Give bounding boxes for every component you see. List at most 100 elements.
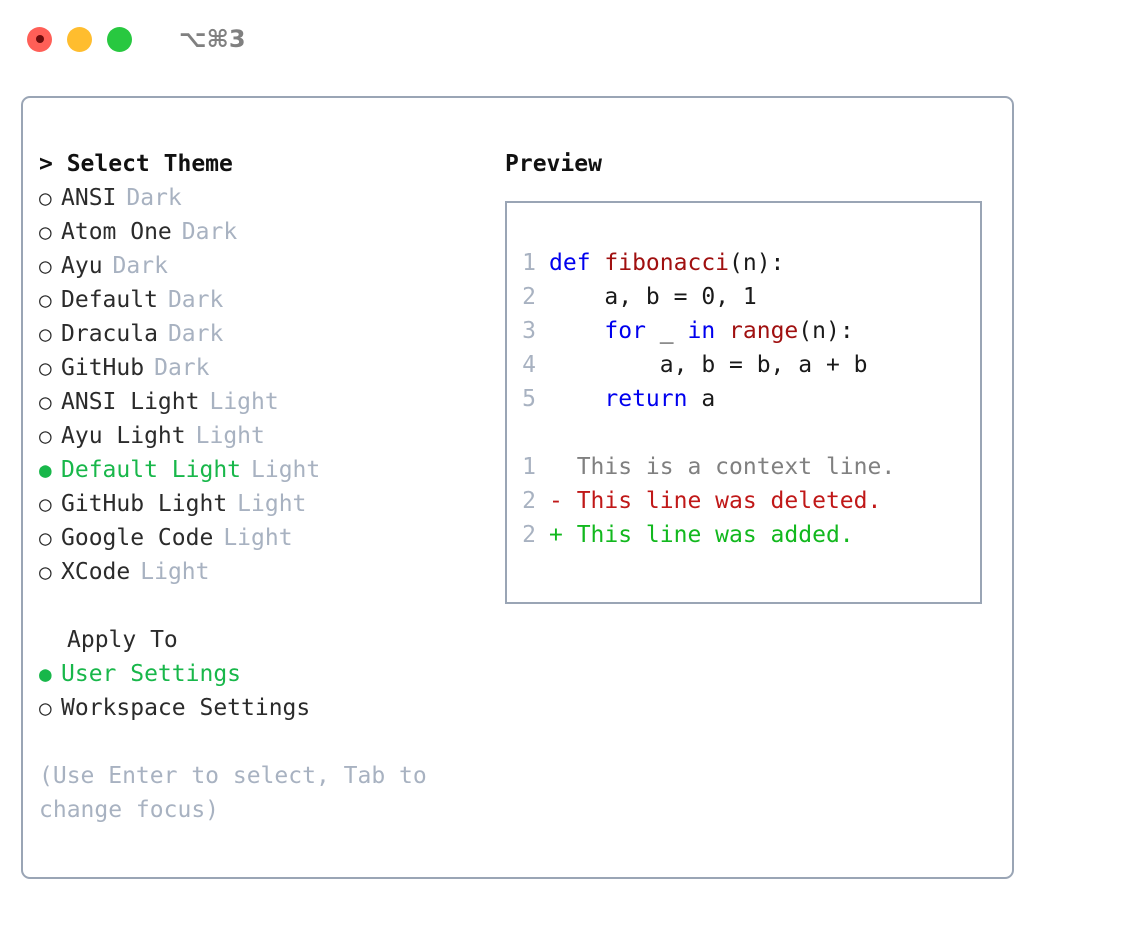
theme-option-label: Default Light (61, 457, 242, 483)
theme-option-badge: Light (195, 423, 265, 449)
line-number: 3 (522, 318, 536, 344)
theme-option[interactable]: ○ Dracula Dark (39, 317, 505, 351)
radio-selected-icon: ● (39, 458, 52, 482)
theme-option-label: XCode (61, 559, 131, 585)
apply-to-option-label: Workspace Settings (61, 695, 311, 721)
theme-option-label: Dracula (61, 321, 158, 347)
theme-option-label: GitHub (61, 355, 145, 381)
code-token (549, 318, 604, 344)
theme-option[interactable]: ○ XCode Light (39, 555, 505, 589)
diff-line: 2 + This line was added. (521, 518, 980, 552)
line-number: 2 (522, 522, 536, 548)
theme-option-badge: Light (223, 525, 293, 551)
code-token: for (604, 318, 646, 344)
code-line: 2 a, b = 0, 1 (521, 280, 980, 314)
diff-line: 2 - This line was deleted. (521, 484, 980, 518)
theme-option-label: Atom One (61, 219, 172, 245)
code-line-text: a, b = 0, 1 (549, 280, 756, 314)
diff-sample: 1 This is a context line. 2 - This line wa… (521, 450, 980, 552)
radio-selected-icon: ● (39, 662, 52, 686)
code-line: 4 a, b = b, a + b (521, 348, 980, 382)
code-token (549, 386, 604, 412)
code-line-text: a, b = b, a + b (549, 348, 868, 382)
window-title-shortcut: ⌥⌘3 (179, 25, 246, 53)
diff-line: 1 This is a context line. (521, 450, 980, 484)
keyboard-hint: (Use Enter to select, Tab to change focu… (39, 763, 427, 823)
code-token: (n): (729, 250, 785, 276)
code-token: (n): (798, 318, 854, 344)
theme-option-label: Default (61, 287, 158, 313)
theme-option[interactable]: ○ Ayu Dark (39, 249, 505, 283)
diff-line-text: + This line was added. (549, 522, 854, 548)
theme-option-label: ANSI (61, 185, 117, 211)
apply-to-option[interactable]: ● User Settings (39, 657, 505, 691)
code-token: _ (645, 318, 688, 344)
theme-option-label: Ayu Light (61, 423, 186, 449)
code-line: 3 for _ in range(n): (521, 314, 980, 348)
window-controls (27, 26, 132, 52)
radio-unselected-icon: ○ (39, 696, 52, 720)
theme-option-badge: Light (237, 491, 307, 517)
radio-unselected-icon: ○ (39, 288, 52, 312)
spacer (39, 589, 505, 623)
code-token (715, 318, 729, 344)
line-number: 2 (522, 284, 536, 310)
code-token: return (604, 386, 688, 412)
theme-option-label: GitHub Light (61, 491, 228, 517)
theme-option-label: Google Code (61, 525, 214, 551)
code-line: 5 return a (521, 382, 980, 416)
code-line-text: def fibonacci(n): (549, 246, 784, 280)
theme-option[interactable]: ○ GitHub Dark (39, 351, 505, 385)
theme-option-badge: Dark (154, 355, 210, 381)
radio-unselected-icon: ○ (39, 322, 52, 346)
radio-unselected-icon: ○ (39, 186, 52, 210)
theme-option-badge: Light (140, 559, 210, 585)
line-number: 5 (522, 386, 536, 412)
radio-unselected-icon: ○ (39, 526, 52, 550)
theme-option[interactable]: ○ ANSI Dark (39, 181, 505, 215)
theme-option-badge: Dark (126, 185, 182, 211)
recording-dot-icon (35, 35, 44, 43)
code-line-text: for _ in range(n): (549, 314, 854, 348)
theme-option-badge: Dark (167, 321, 224, 347)
maximize-button[interactable] (107, 26, 132, 52)
line-number: 2 (522, 488, 536, 514)
theme-option-label: Ayu (61, 253, 103, 279)
radio-unselected-icon: ○ (39, 220, 52, 244)
theme-option-badge: Dark (112, 253, 168, 279)
line-number: 4 (522, 352, 536, 378)
code-line-text: return a (549, 382, 715, 416)
code-token: a, b = b, a + b (549, 352, 868, 378)
apply-to-list[interactable]: ● User Settings ○ Workspace Settings (39, 657, 505, 725)
diff-line-text: This is a context line. (549, 454, 896, 480)
spacer (521, 416, 980, 450)
theme-list-header: > Select Theme (39, 151, 233, 177)
radio-unselected-icon: ○ (39, 254, 52, 278)
apply-to-option[interactable]: ○ Workspace Settings (39, 691, 505, 725)
minimize-button[interactable] (67, 26, 92, 52)
close-button[interactable] (27, 26, 52, 52)
code-token: a (687, 386, 716, 412)
theme-option[interactable]: ○ Google Code Light (39, 521, 505, 555)
radio-unselected-icon: ○ (39, 560, 52, 584)
radio-unselected-icon: ○ (39, 424, 52, 448)
theme-option[interactable]: ○ Ayu Light Light (39, 419, 505, 453)
theme-option[interactable]: ○ Atom One Dark (39, 215, 505, 249)
apply-to-title: Apply To (67, 627, 178, 653)
code-token: in (687, 318, 716, 344)
line-number: 1 (522, 454, 536, 480)
theme-option-badge: Dark (181, 219, 238, 245)
radio-unselected-icon: ○ (39, 356, 52, 380)
apply-to-option-label: User Settings (61, 661, 242, 687)
code-token: range (729, 318, 799, 344)
diff-line-text: - This line was deleted. (549, 488, 882, 514)
